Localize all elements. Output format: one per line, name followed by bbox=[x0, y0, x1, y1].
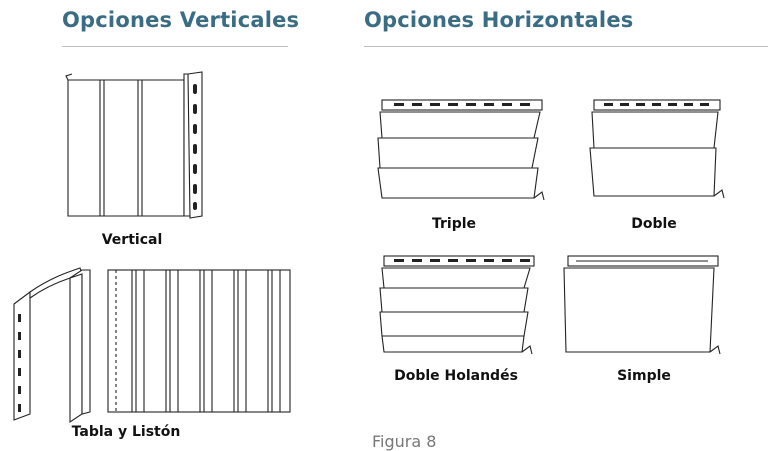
dutch-double-siding-illustration bbox=[379, 255, 535, 355]
horizontal-options-heading: Opciones Horizontales bbox=[364, 8, 634, 32]
vertical-heading-rule bbox=[62, 46, 288, 47]
horizontal-heading-rule bbox=[364, 46, 768, 47]
dutch-double-caption: Doble Holandés bbox=[394, 368, 518, 384]
double-siding-illustration bbox=[589, 99, 725, 199]
vertical-options-heading: Opciones Verticales bbox=[62, 8, 300, 32]
vertical-siding-illustration bbox=[65, 71, 203, 219]
triple-siding-illustration bbox=[377, 99, 545, 201]
board-batten-caption: Tabla y Listón bbox=[71, 424, 181, 440]
vertical-caption: Vertical bbox=[101, 232, 163, 248]
single-siding-illustration bbox=[563, 255, 721, 355]
board-batten-edge-illustration bbox=[13, 267, 91, 424]
figure-caption: Figura 8 bbox=[372, 432, 437, 451]
triple-caption: Triple bbox=[431, 216, 477, 232]
board-batten-face-illustration bbox=[107, 269, 291, 413]
double-caption: Doble bbox=[631, 216, 677, 232]
single-caption: Simple bbox=[617, 368, 671, 384]
